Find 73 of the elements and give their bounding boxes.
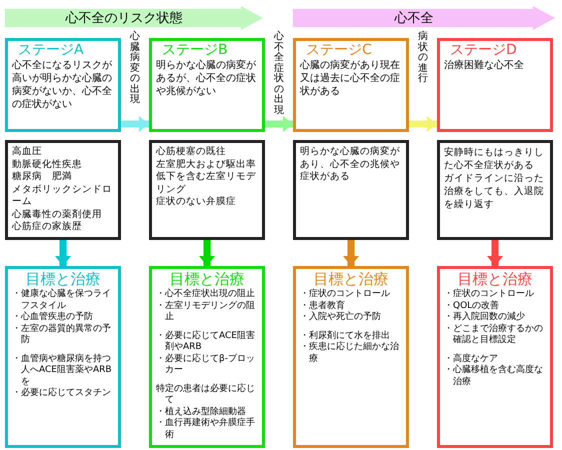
description-box — [149, 140, 265, 240]
list-item: ・どこまで治療するかの確認と目標設定 — [444, 324, 544, 346]
list-item: ・患者教育 — [300, 300, 346, 312]
list-item: 左室肥大および駆出率低下を含む左室リモデリング — [156, 158, 257, 196]
arrow — [487, 240, 503, 266]
box-heading: 目標と治療 — [170, 270, 244, 288]
arrow — [55, 240, 71, 266]
goal-box — [293, 266, 409, 448]
list-item: ・血管病や糖尿病を持つ人へACE阻害薬やARBを — [12, 354, 113, 388]
description-box — [5, 140, 121, 240]
banner-arrow — [293, 6, 555, 30]
list-item: ・植え込み型除細動器 — [156, 406, 247, 418]
stage-description: 心臓の病変があり現在又は過去に心不全の症状がある — [300, 59, 401, 98]
arrow — [409, 116, 437, 132]
list-item: ・必要に応じてβ-ブロッカー — [156, 354, 256, 376]
goal-box — [437, 266, 553, 448]
list-item: メタボリックシンドローム — [12, 184, 113, 208]
list-item: ・左室リモデリングの阻止 — [156, 300, 256, 324]
arrow — [343, 240, 359, 266]
edge-label: 心臓病変の出現 — [130, 32, 140, 106]
stage-box — [5, 38, 121, 132]
list-item: ・健康な心臓を保つライフスタイル — [12, 289, 112, 312]
stage-box — [437, 38, 553, 132]
arrow — [265, 116, 293, 132]
list-item: ガイドラインに沿った治療をしても、入退院を繰り返す — [444, 172, 545, 211]
description-box — [437, 140, 553, 240]
list-item: ・心臓移植を含む高度な治療 — [444, 365, 544, 388]
list-item: ・左室の器質的異常の予防 — [12, 324, 112, 346]
arrow — [121, 116, 149, 132]
banner-arrow — [5, 6, 263, 30]
list-item: ・心不全症状出現の阻止 — [156, 289, 256, 300]
list-item: 明らかな心臓の病変があり、心不全の兆候や症状がある — [300, 146, 401, 184]
list-item: ・再入院回数の減少 — [444, 312, 526, 324]
stage-heading: ステージD — [449, 42, 517, 59]
edge-label: 心不全症状の出現 — [274, 32, 284, 116]
stage-description: 明らかな心臓の病変があるが、心不全の症状や兆候がない — [156, 59, 257, 98]
stage-heading: ステージA — [17, 42, 84, 59]
list-item: ・症状のコントロール — [444, 289, 535, 300]
list-item: ・心血管疾患の予防 — [12, 312, 94, 324]
list-item: ・高度なケア — [444, 354, 499, 364]
list-item: 糖尿病 肥満 — [12, 171, 73, 184]
box-heading: 目標と治療 — [314, 270, 388, 288]
list-item: ・疾患に応じた細かな治療 — [300, 342, 400, 365]
list-item: ・利尿剤にて水を排出 — [300, 330, 391, 342]
stage-heading: ステージC — [305, 42, 372, 59]
banner-text: 心不全 — [394, 10, 434, 26]
list-item: ・血行再建術や弁膜症手術 — [156, 418, 256, 441]
list-item: 安静時にもはっきりした心不全症状がある — [444, 146, 545, 172]
list-item: 心筋梗塞の既往 — [156, 146, 227, 158]
box-heading: 目標と治療 — [26, 270, 100, 288]
list-item: 症状のない弁膜症 — [156, 196, 237, 208]
list-item: 特定の患者は必要に応じて — [156, 384, 256, 406]
list-item: ・必要に応じてACE阻害剤やARB — [156, 330, 256, 354]
list-item: ・症状のコントロール — [300, 289, 391, 300]
stage-description: 心不全になるリスクが高いが明らかな心臓の病変がないか、心不全の症状がない — [12, 59, 113, 111]
list-item: 心筋症の家族歴 — [12, 221, 83, 234]
stage-heading: ステージB — [161, 42, 228, 59]
stage-description: 治療困難な心不全 — [444, 59, 525, 72]
goal-box — [5, 266, 121, 448]
list-item: ・必要に応じてスタチン — [12, 388, 112, 400]
list-item: ・入院や死亡の予防 — [300, 312, 382, 324]
list-item: 動脈硬化性疾患 — [12, 158, 83, 171]
stage-box — [149, 38, 265, 132]
list-item: 心臓毒性の薬剤使用 — [12, 208, 103, 221]
list-item: ・QOLの改善 — [444, 300, 500, 312]
box-heading: 目標と治療 — [458, 270, 532, 288]
banner-text: 心不全のリスク状態 — [66, 10, 182, 26]
stage-box — [293, 38, 409, 132]
edge-label: 病状の進行 — [418, 32, 428, 84]
goal-box — [149, 266, 265, 448]
arrow — [199, 240, 215, 266]
description-box — [293, 140, 409, 240]
list-item: 高血圧 — [12, 146, 43, 158]
